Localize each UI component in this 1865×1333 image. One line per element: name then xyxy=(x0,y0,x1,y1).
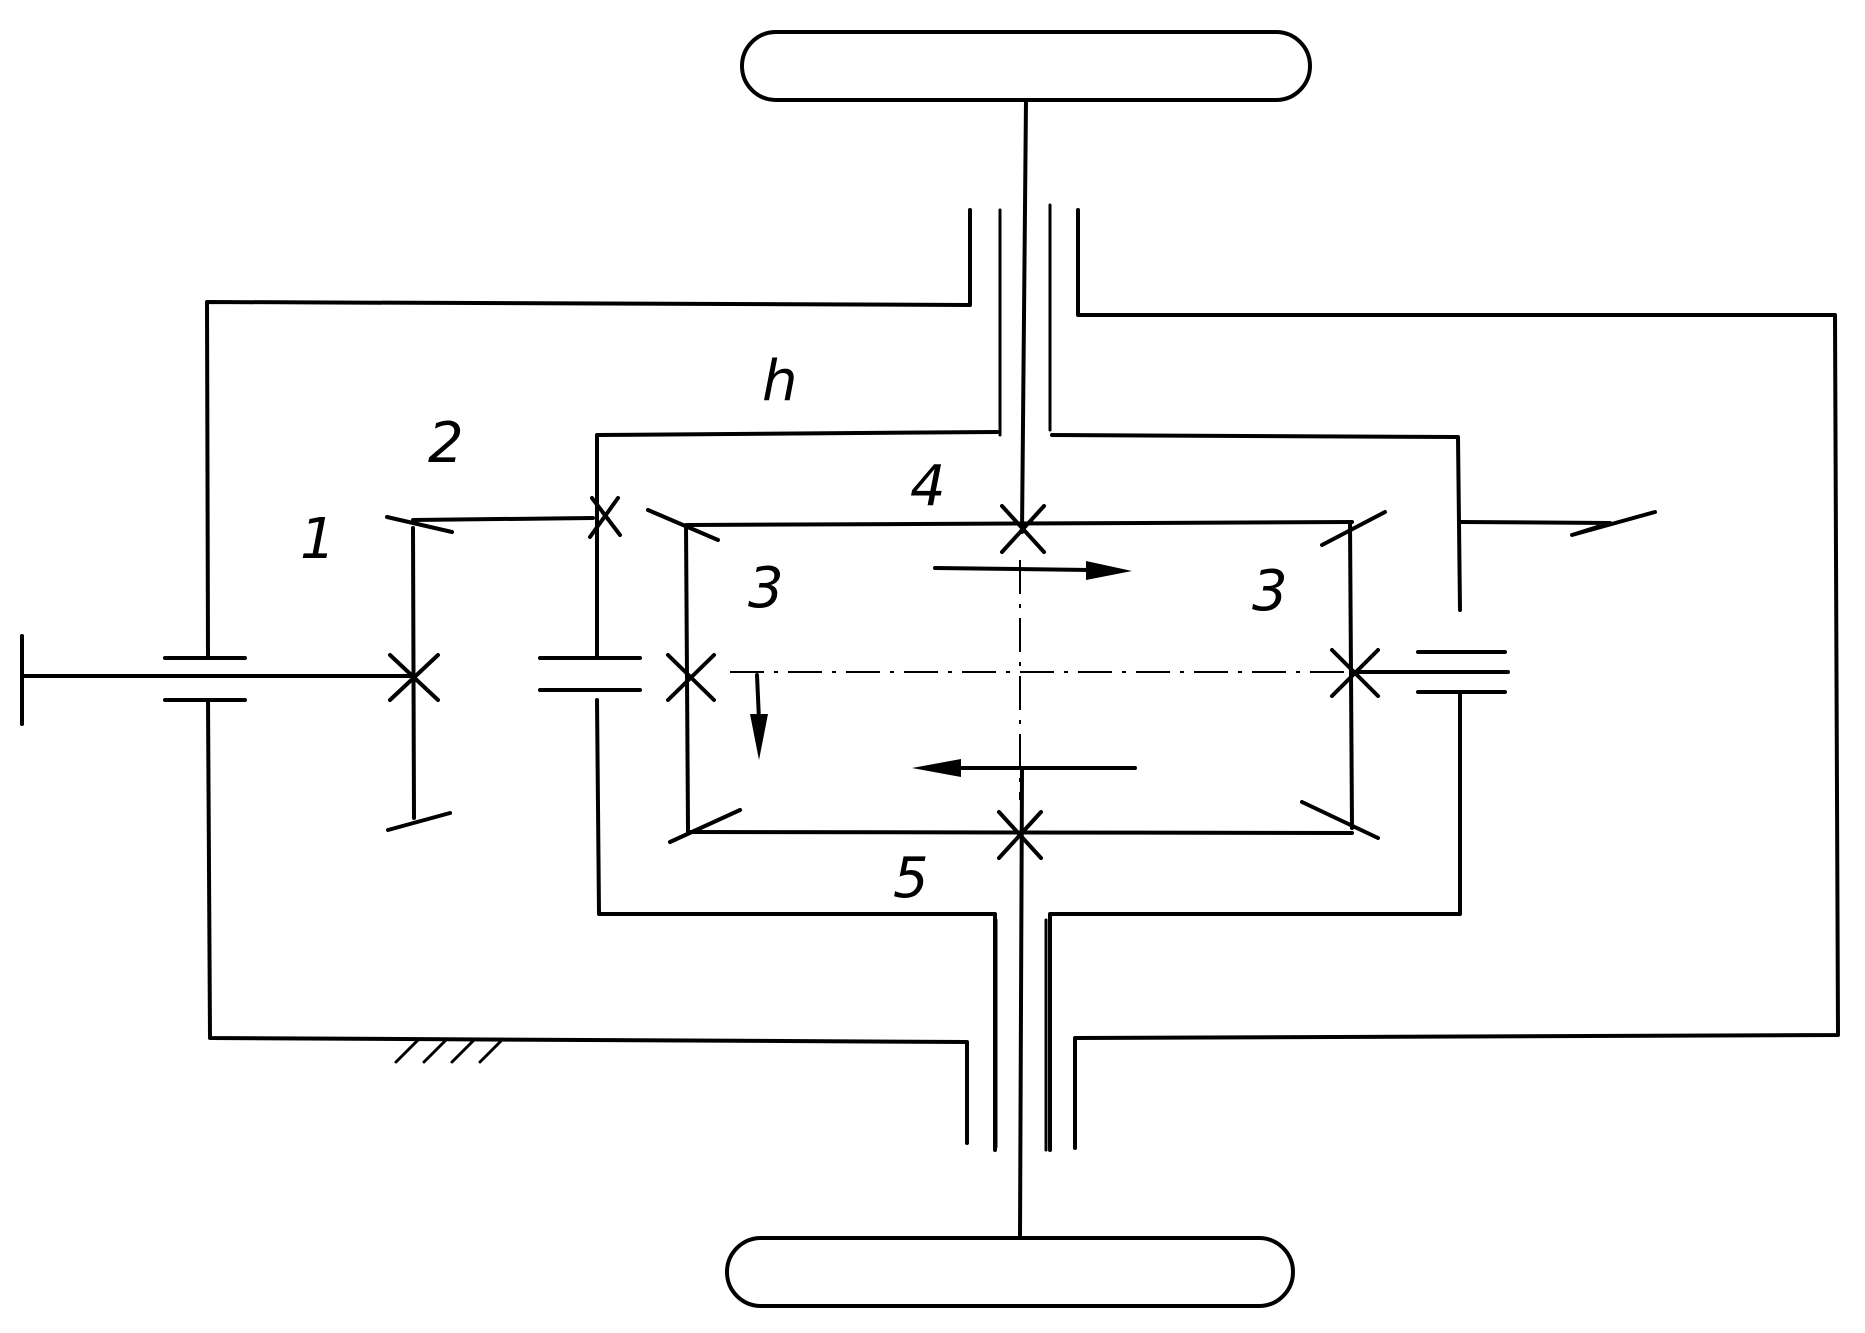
right-arrow xyxy=(933,561,1132,580)
lower-wheel xyxy=(725,1236,1295,1308)
label-satellite-5: 5 xyxy=(893,846,929,911)
ground-hatching xyxy=(394,1038,504,1064)
upper-wheel xyxy=(740,30,1312,102)
left-side-gear-3 xyxy=(646,508,742,844)
label-satellite-4: 4 xyxy=(910,454,946,519)
down-arrow xyxy=(750,673,768,760)
satellite-5-mesh xyxy=(997,810,1043,860)
label-left-side-gear-3: 3 xyxy=(748,556,784,621)
gear-1 xyxy=(385,515,454,832)
gear-2 xyxy=(588,496,622,539)
lower-axle-shaft xyxy=(1018,768,1024,1240)
carrier-h xyxy=(595,430,1462,1152)
carrier-left-bearing xyxy=(538,656,642,692)
right-extension-line xyxy=(1458,510,1657,537)
label-right-side-gear-3: 3 xyxy=(1252,559,1288,624)
upper-axle-shaft xyxy=(1020,98,1028,534)
label-gear-2: 2 xyxy=(428,411,464,476)
left-housing-bearing xyxy=(163,656,247,702)
label-gear-1: 1 xyxy=(300,507,336,572)
right-side-gear-3 xyxy=(1300,510,1387,840)
label-carrier-h: h xyxy=(762,349,798,414)
carrier-right-bearing xyxy=(1408,650,1510,694)
satellite-4-mesh xyxy=(1000,504,1046,554)
left-arrow xyxy=(912,759,1137,777)
gear-mesh-1-2 xyxy=(411,516,595,522)
